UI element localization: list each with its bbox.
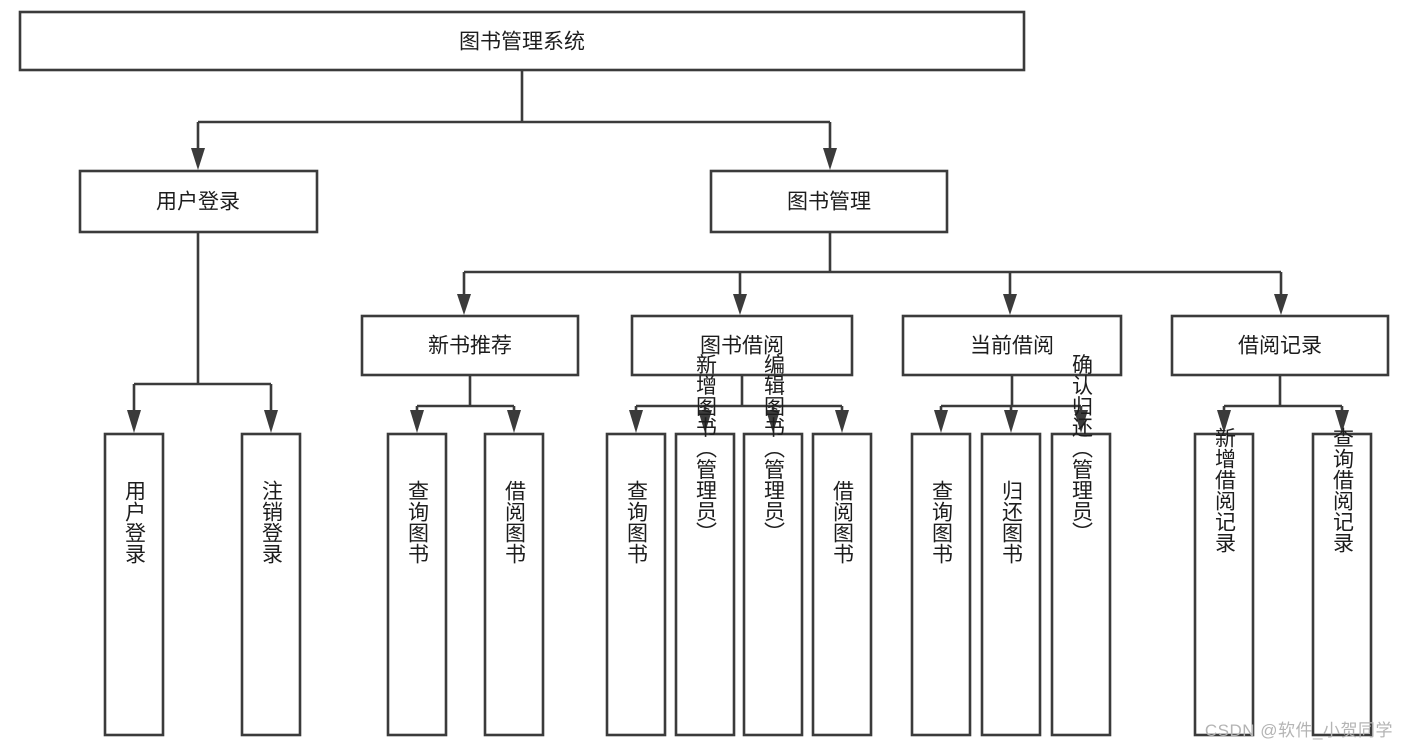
- arrow-head-icon: [733, 294, 747, 315]
- leaf-label: 归还图书: [1000, 480, 1024, 564]
- arrow-head-icon: [1217, 410, 1231, 433]
- leaf-label: 新增借阅记录: [1213, 427, 1237, 553]
- leaf-label: 注销登录: [260, 480, 284, 564]
- connector-group-bookborrow: [629, 376, 849, 433]
- arrow-head-icon: [823, 148, 837, 170]
- leaf-node-bookborrow-edit-book[interactable]: 编辑图书（管理员）: [742, 354, 804, 737]
- arrow-head-icon: [1004, 410, 1018, 433]
- leaf-label: 查询图书: [406, 480, 430, 564]
- leaf-box[interactable]: [605, 432, 667, 737]
- leaf-box[interactable]: [1193, 432, 1255, 737]
- leaf-node-borrowrecord-add-record[interactable]: 新增借阅记录: [1193, 427, 1255, 737]
- node-new-book-recommend[interactable]: 新书推荐: [360, 314, 580, 377]
- arrow-head-icon: [507, 410, 521, 433]
- arrow-head-icon: [629, 410, 643, 433]
- connector-group-borrowrecord: [1217, 376, 1349, 433]
- node-root-label: 图书管理系统: [459, 31, 585, 54]
- leaf-box[interactable]: [1311, 432, 1373, 737]
- leaf-box[interactable]: [742, 432, 804, 737]
- node-book-borrow[interactable]: 图书借阅: [630, 314, 854, 377]
- node-book-manage-label: 图书管理: [787, 191, 871, 214]
- arrow-head-icon: [457, 294, 471, 315]
- leaf-box[interactable]: [483, 432, 545, 737]
- leaf-box[interactable]: [811, 432, 873, 737]
- leaf-node-borrowrecord-query-record[interactable]: 查询借阅记录: [1311, 427, 1373, 737]
- leaf-node-newbook-query-book[interactable]: 查询图书: [386, 432, 448, 737]
- node-root-system[interactable]: 图书管理系统: [18, 10, 1026, 72]
- leaf-box[interactable]: [1050, 432, 1112, 737]
- leaf-label: 新增图书（管理员）: [694, 354, 718, 543]
- connector-group-currentborrow: [934, 376, 1088, 433]
- node-current-borrow[interactable]: 当前借阅: [901, 314, 1123, 377]
- arrow-head-icon: [1074, 410, 1088, 433]
- node-book-manage-box[interactable]: [709, 169, 949, 234]
- leaf-box[interactable]: [910, 432, 972, 737]
- leaf-label: 用户登录: [123, 480, 147, 564]
- leaf-node-newbook-borrow-book[interactable]: 借阅图书: [483, 432, 545, 737]
- leaf-label: 查询图书: [930, 480, 954, 564]
- arrow-head-icon: [1274, 294, 1288, 315]
- node-new-book-recommend-box[interactable]: [360, 314, 580, 377]
- node-user-login-label: 用户登录: [156, 191, 240, 214]
- leaf-box[interactable]: [103, 432, 165, 737]
- node-user-login-box[interactable]: [78, 169, 319, 234]
- leaf-node-bookborrow-borrow-book[interactable]: 借阅图书: [811, 432, 873, 737]
- leaf-box[interactable]: [980, 432, 1042, 737]
- leaf-label: 查询借阅记录: [1331, 427, 1355, 553]
- leaf-node-user-login-signin[interactable]: 用户登录: [103, 432, 165, 737]
- arrow-head-icon: [766, 410, 780, 433]
- node-book-borrow-box[interactable]: [630, 314, 854, 377]
- node-borrow-record-box[interactable]: [1170, 314, 1390, 377]
- arrow-head-icon: [698, 410, 712, 433]
- leaf-node-currentborrow-confirm-return[interactable]: 确认归还（管理员）: [1050, 354, 1112, 737]
- leaf-label: 确认归还（管理员）: [1070, 354, 1094, 543]
- connector-group-newbook: [410, 376, 521, 433]
- node-borrow-record[interactable]: 借阅记录: [1170, 314, 1390, 377]
- node-new-book-recommend-label: 新书推荐: [428, 335, 512, 358]
- node-current-borrow-box[interactable]: [901, 314, 1123, 377]
- leaf-label: 查询图书: [625, 480, 649, 564]
- arrow-head-icon: [127, 410, 141, 433]
- leaf-label: 借阅图书: [503, 480, 527, 564]
- leaf-node-bookborrow-add-book[interactable]: 新增图书（管理员）: [674, 354, 736, 737]
- leaf-box[interactable]: [240, 432, 302, 737]
- leaf-box[interactable]: [674, 432, 736, 737]
- leaf-node-currentborrow-query-book[interactable]: 查询图书: [910, 432, 972, 737]
- connector-group-root: [191, 71, 837, 170]
- node-root-box[interactable]: [18, 10, 1026, 72]
- arrow-head-icon: [1003, 294, 1017, 315]
- node-user-login[interactable]: 用户登录: [78, 169, 319, 234]
- csdn-watermark: CSDN @软件_小贺同学: [1204, 721, 1393, 740]
- connector-group-userlogin: [127, 233, 278, 433]
- leaf-node-currentborrow-return-book[interactable]: 归还图书: [980, 432, 1042, 737]
- node-borrow-record-label: 借阅记录: [1238, 335, 1322, 358]
- arrow-head-icon: [191, 148, 205, 170]
- leaf-box[interactable]: [386, 432, 448, 737]
- leaf-label: 编辑图书（管理员）: [762, 354, 786, 543]
- leaf-node-bookborrow-query-book[interactable]: 查询图书: [605, 432, 667, 737]
- leaf-label: 借阅图书: [831, 480, 855, 564]
- node-book-manage[interactable]: 图书管理: [709, 169, 949, 234]
- arrow-head-icon: [410, 410, 424, 433]
- node-current-borrow-label: 当前借阅: [970, 335, 1054, 358]
- arrow-head-icon: [264, 410, 278, 433]
- node-book-borrow-label: 图书借阅: [700, 335, 784, 358]
- arrow-head-icon: [835, 410, 849, 433]
- leaf-node-user-login-signout[interactable]: 注销登录: [240, 432, 302, 737]
- arrow-head-icon: [934, 410, 948, 433]
- connector-group-bookmanage: [457, 233, 1288, 315]
- arrow-head-icon: [1335, 410, 1349, 433]
